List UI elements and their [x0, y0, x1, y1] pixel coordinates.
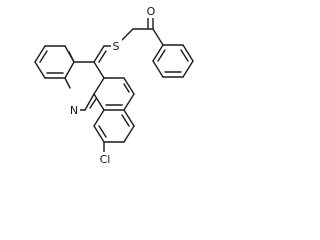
svg-text:S: S [113, 40, 120, 53]
phenyl-ring [152, 44, 194, 78]
atom-label-chlorine: Cl [97, 152, 114, 166]
atom-label-oxygen: O [145, 4, 157, 18]
molecule-structure-diagram: S O N Cl [34, 4, 194, 166]
svg-text:O: O [147, 5, 156, 18]
svg-text:N: N [70, 104, 78, 117]
atom-label-nitrogen: N [68, 103, 80, 117]
atom-label-sulfur: S [111, 39, 122, 53]
acridine-right-ring [93, 77, 135, 143]
thioether-chain [93, 28, 154, 63]
acridine-left-ring [34, 45, 75, 79]
svg-text:Cl: Cl [100, 153, 111, 166]
acridine-central-ring [64, 61, 105, 111]
carbonyl-group [147, 16, 164, 46]
